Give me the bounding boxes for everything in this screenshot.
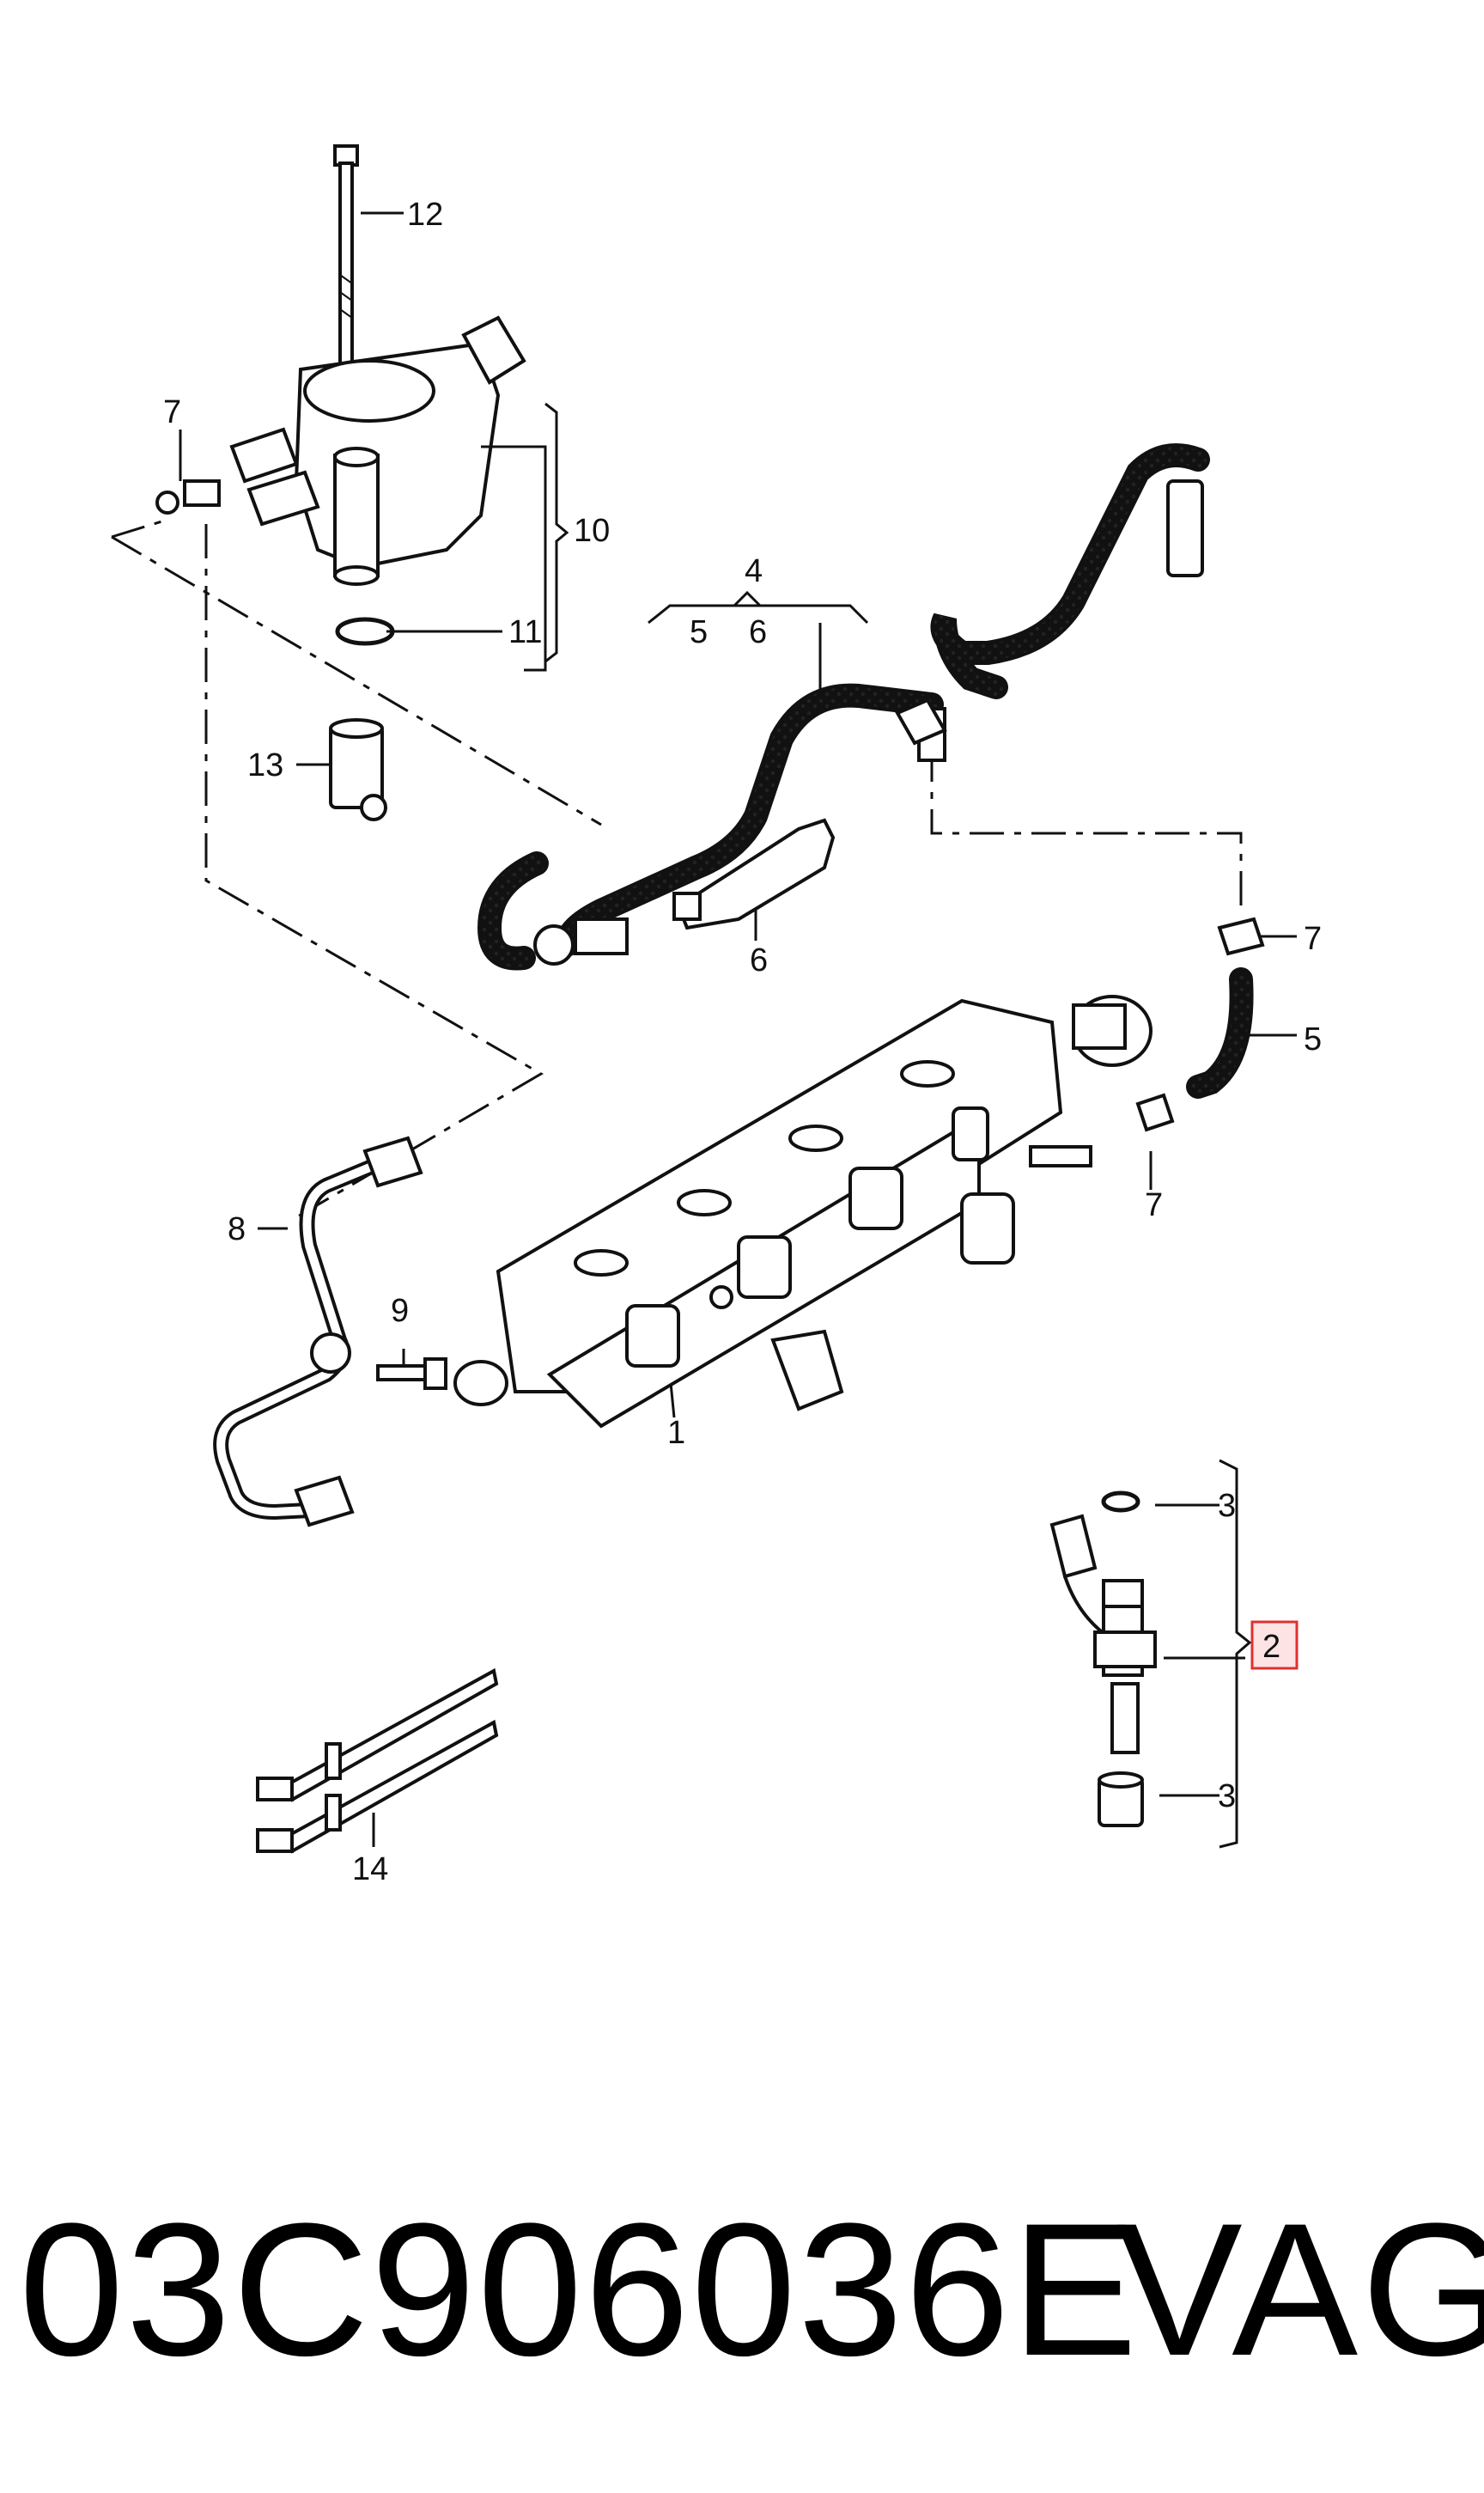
callout-label: 14 bbox=[352, 1851, 388, 1887]
callout-label: 4 bbox=[745, 553, 763, 589]
callout-label: 5 bbox=[1304, 1021, 1322, 1058]
callout-label: 10 bbox=[574, 513, 610, 549]
leader-lines bbox=[179, 211, 1297, 1849]
high-pressure-line-8 bbox=[213, 1136, 423, 1527]
part-number: 03C906036E bbox=[19, 2184, 1140, 2395]
fuel-hose-4 bbox=[477, 443, 1210, 971]
callout-label: 7 bbox=[1145, 1187, 1163, 1223]
callout-label: 1 bbox=[667, 1415, 685, 1451]
callout-label: 8 bbox=[228, 1211, 246, 1247]
bolt-9 bbox=[376, 1357, 447, 1390]
bracket-6 bbox=[672, 818, 836, 930]
callout-label: 3 bbox=[1218, 1488, 1236, 1524]
high-pressure-pump bbox=[155, 144, 526, 586]
callout-labels: 1 3 3 4 5 5 6 6 7 7 7 8 9 10 11 12 13 14… bbox=[163, 197, 1322, 1887]
cam-follower-13 bbox=[329, 718, 387, 821]
fuel-rail-1 bbox=[453, 995, 1153, 1429]
clip-14 bbox=[256, 1667, 499, 1854]
brand-name: VAG bbox=[1116, 2184, 1484, 2395]
dashed-routing-lines bbox=[111, 518, 1243, 1222]
callout-label: 9 bbox=[391, 1293, 409, 1329]
highlight-box bbox=[1250, 1620, 1298, 1670]
hose-5 bbox=[1135, 917, 1265, 1132]
callout-label: 6 bbox=[750, 942, 768, 978]
callout-label: 5 bbox=[690, 614, 708, 650]
callout-label: 12 bbox=[407, 197, 443, 233]
callout-label: 11 bbox=[508, 614, 542, 650]
o-ring-11 bbox=[335, 617, 395, 646]
callout-label: 13 bbox=[247, 747, 283, 783]
callout-label: 3 bbox=[1218, 1778, 1236, 1814]
callout-label-highlighted: 2 bbox=[1262, 1629, 1280, 1665]
callout-label: 7 bbox=[163, 394, 181, 430]
callout-label: 6 bbox=[749, 614, 767, 650]
callout-label: 7 bbox=[1304, 921, 1322, 957]
injector-assembly-2 bbox=[1049, 1490, 1157, 1827]
